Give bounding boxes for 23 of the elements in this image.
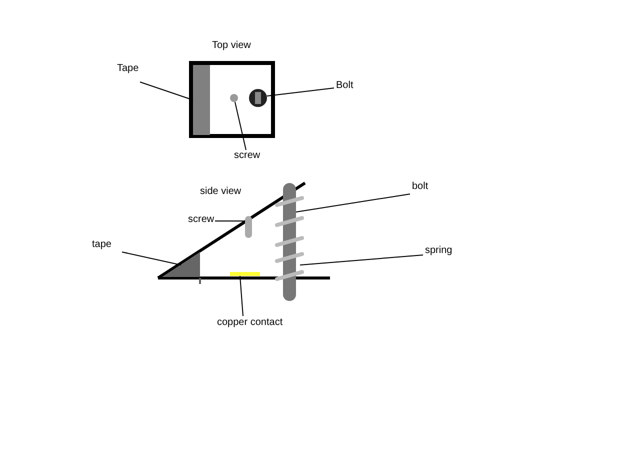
- part-label: tape: [92, 239, 112, 251]
- spring-coil: [275, 196, 304, 281]
- tape-strip: [193, 65, 210, 135]
- tape-wedge: [162, 252, 200, 277]
- leader-line: [240, 276, 244, 316]
- view-title: side view: [200, 186, 242, 198]
- part-label: bolt: [412, 181, 428, 193]
- leader-line: [296, 194, 410, 212]
- copper-strip: [230, 272, 260, 276]
- part-label: Tape: [117, 63, 139, 75]
- leader-line: [122, 252, 182, 266]
- view-title: Top view: [212, 40, 251, 52]
- leader-line: [214, 220, 246, 222]
- part-label: screw: [234, 150, 260, 162]
- part-label: Bolt: [336, 80, 354, 92]
- leader-line: [140, 82, 194, 100]
- bolt-head: [249, 89, 267, 107]
- screw-head: [230, 94, 238, 102]
- part-label: copper contact: [217, 317, 283, 329]
- part-label: screw: [188, 214, 214, 226]
- part-label: spring: [425, 245, 452, 257]
- screw: [245, 216, 252, 238]
- leader-line: [300, 254, 424, 266]
